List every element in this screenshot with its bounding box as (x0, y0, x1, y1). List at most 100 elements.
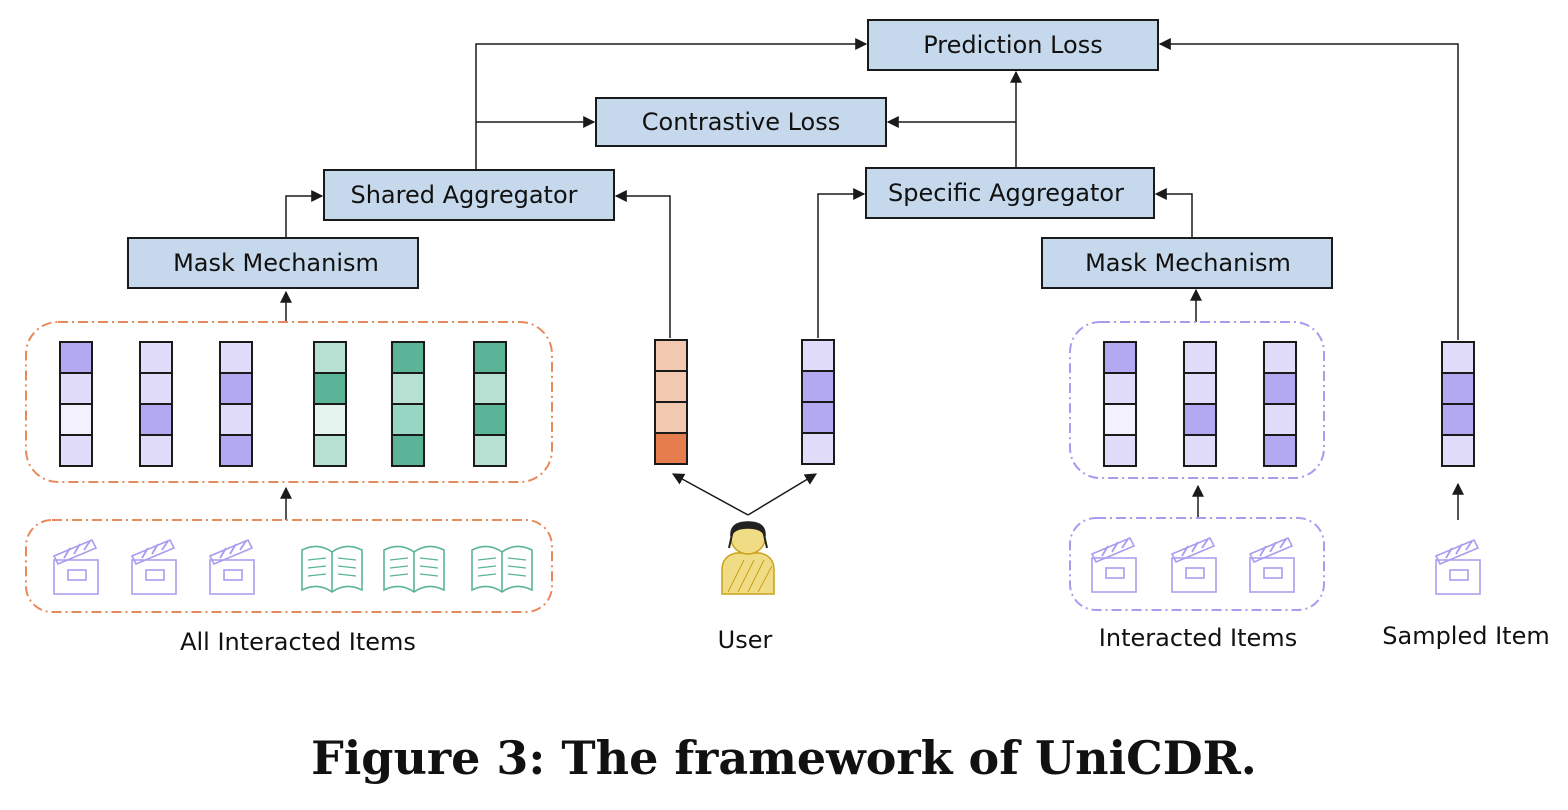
embedding-cell (391, 372, 425, 405)
embedding-cell (219, 434, 253, 467)
clapper-icon (1434, 538, 1481, 595)
interacted-items-embedding-group (1069, 321, 1325, 479)
prediction-loss-box: Prediction Loss (867, 19, 1159, 71)
embedding-cell (654, 370, 688, 403)
mask-mechanism-left-box: Mask Mechanism (127, 237, 419, 289)
embedding-vector (654, 339, 688, 465)
embedding-cell (1183, 403, 1217, 436)
embedding-cell (473, 434, 507, 467)
arrow-user-to-specific (817, 188, 866, 338)
embedding-cell (59, 341, 93, 374)
embedding-cell (473, 403, 507, 436)
interacted-items-label: Interacted Items (1099, 624, 1297, 652)
embedding-cell (313, 434, 347, 467)
contrastive-loss-label: Contrastive Loss (642, 108, 840, 136)
embedding-cell (654, 432, 688, 465)
embedding-cell (219, 341, 253, 374)
embedding-cell (313, 341, 347, 374)
embedding-cell (219, 372, 253, 405)
embedding-cell (1263, 372, 1297, 405)
arrow-user-to-orange-vector (671, 473, 749, 516)
embedding-vectors (59, 339, 1475, 467)
embedding-cell (59, 372, 93, 405)
shared-aggregator-label: Shared Aggregator (350, 181, 577, 209)
embedding-cell (139, 341, 173, 374)
embedding-vector (1103, 341, 1137, 467)
mask-mechanism-right-box: Mask Mechanism (1041, 237, 1333, 289)
figure-caption: Figure 3: The framework of UniCDR. (311, 731, 1257, 785)
embedding-cell (1441, 403, 1475, 436)
contrastive-loss-box: Contrastive Loss (595, 97, 887, 147)
embedding-cell (1183, 434, 1217, 467)
all-interacted-items-label: All Interacted Items (180, 628, 416, 656)
mask-mechanism-left-label: Mask Mechanism (173, 249, 379, 277)
embedding-cell (391, 403, 425, 436)
embedding-cell (59, 434, 93, 467)
embedding-cell (139, 403, 173, 436)
embedding-cell (1263, 434, 1297, 467)
mask-mechanism-right-label: Mask Mechanism (1085, 249, 1291, 277)
all-items-embedding-group (25, 321, 553, 483)
embedding-cell (1263, 403, 1297, 436)
embedding-cell (391, 434, 425, 467)
embedding-cell (801, 370, 835, 403)
book-icon (471, 545, 533, 593)
embedding-vector (219, 341, 253, 467)
embedding-cell (313, 403, 347, 436)
specific-aggregator-label: Specific Aggregator (888, 179, 1124, 207)
embedding-vector (1441, 341, 1475, 467)
clapper-icon (208, 538, 255, 595)
embedding-cell (1183, 341, 1217, 374)
interacted-items-icon-group (1069, 517, 1325, 611)
embedding-cell (473, 372, 507, 405)
embedding-cell (1103, 372, 1137, 405)
embedding-vector (1183, 341, 1217, 467)
arrow-sampled-to-prediction (1158, 38, 1459, 340)
embedding-cell (219, 403, 253, 436)
arrow-mask-to-shared (285, 190, 324, 238)
embedding-vector (1263, 341, 1297, 467)
clapper-icon (130, 538, 177, 595)
embedding-cell (1103, 403, 1137, 436)
user-label: User (718, 626, 773, 654)
embedding-cell (801, 401, 835, 434)
embedding-cell (1441, 341, 1475, 374)
embedding-cell (1183, 372, 1217, 405)
embedding-cell (59, 403, 93, 436)
book-icon (301, 545, 363, 593)
shared-aggregator-box: Shared Aggregator (323, 169, 615, 221)
embedding-vector (391, 341, 425, 467)
embedding-cell (801, 339, 835, 372)
embedding-cell (139, 372, 173, 405)
clapper-icon (1090, 536, 1137, 593)
item-icons (52, 536, 1481, 595)
book-icon (383, 545, 445, 593)
embedding-vector (59, 341, 93, 467)
embedding-cell (1263, 341, 1297, 374)
embedding-vector (473, 341, 507, 467)
embedding-cell (801, 432, 835, 465)
clapper-icon (52, 538, 99, 595)
clapper-icon (1248, 536, 1295, 593)
embedding-cell (391, 341, 425, 374)
clapper-icon (1170, 536, 1217, 593)
embedding-cell (654, 339, 688, 372)
arrow-user-to-shared (614, 190, 671, 338)
arrow-mask-to-specific (1154, 188, 1193, 238)
specific-aggregator-box: Specific Aggregator (865, 167, 1155, 219)
arrow-shared-to-prediction (475, 38, 868, 170)
sampled-item-label: Sampled Item (1382, 622, 1549, 650)
all-items-icon-group (25, 519, 553, 613)
embedding-vector (801, 339, 835, 465)
embedding-cell (473, 341, 507, 374)
embedding-vector (139, 341, 173, 467)
user-icon (721, 521, 775, 595)
connector-lines (280, 38, 1464, 520)
embedding-cell (654, 401, 688, 434)
embedding-cell (1441, 372, 1475, 405)
prediction-loss-label: Prediction Loss (923, 31, 1103, 59)
arrow-user-to-purple-vector (747, 473, 818, 516)
embedding-cell (1441, 434, 1475, 467)
embedding-cell (313, 372, 347, 405)
